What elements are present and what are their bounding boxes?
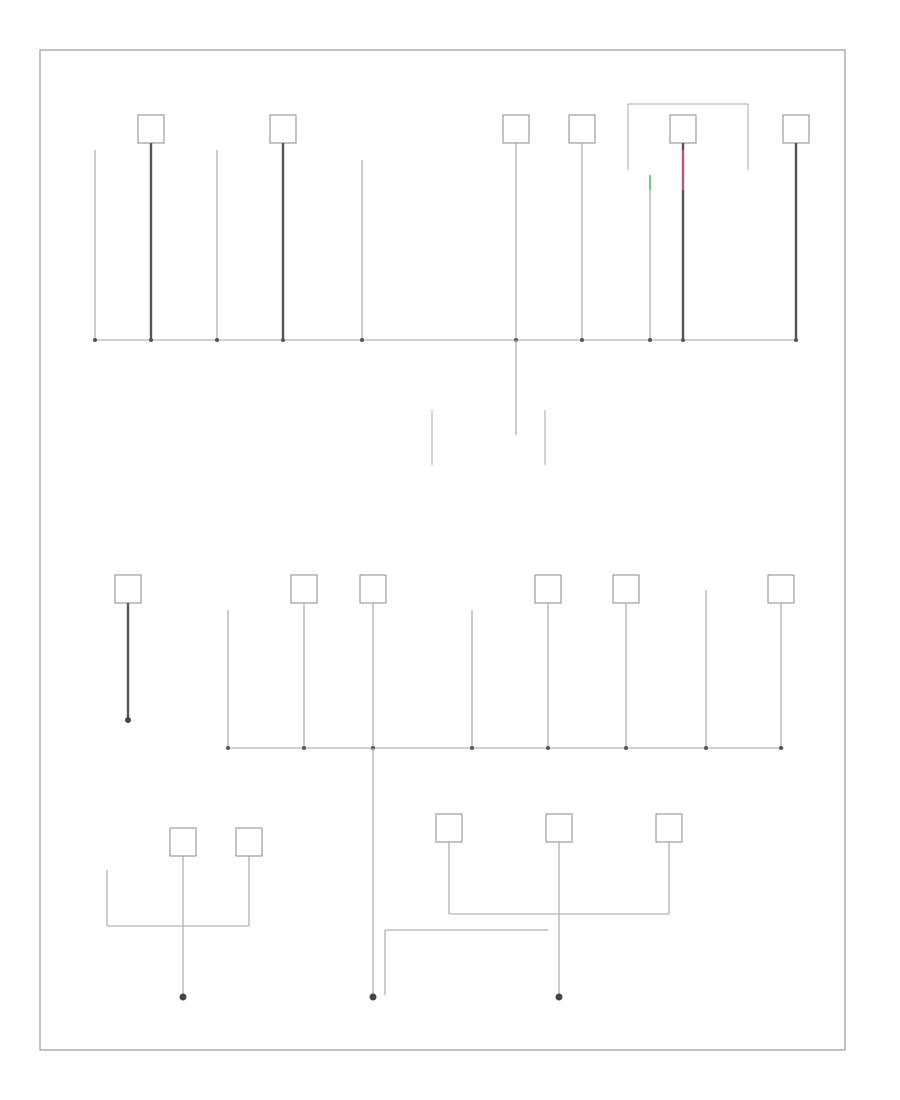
top-component-4	[269, 114, 297, 144]
bottom-ground-2	[369, 993, 377, 1001]
top-drop-bracket	[431, 410, 546, 465]
bottom-component-6	[655, 813, 683, 843]
bottom-ground-1	[179, 993, 187, 1001]
mid-component-1	[114, 574, 142, 604]
top-component-10	[782, 114, 810, 144]
bottom-ground-3	[555, 993, 563, 1001]
bottom-component-5	[545, 813, 573, 843]
top-splice-nodes	[93, 338, 798, 342]
mid-component-6	[534, 574, 562, 604]
diagram-frame	[39, 49, 846, 1051]
mid-component-3	[290, 574, 318, 604]
mid-component-4	[359, 574, 387, 604]
bottom-component-2	[169, 827, 197, 857]
top-component-2	[137, 114, 165, 144]
mid-component-7	[612, 574, 640, 604]
top-component-7	[502, 114, 530, 144]
mid-component-9	[767, 574, 795, 604]
top-component-9	[669, 114, 697, 144]
top-component-8	[568, 114, 596, 144]
bottom-component-4	[435, 813, 463, 843]
bottom-component-3	[235, 827, 263, 857]
top-component-9-bracket	[627, 103, 749, 170]
mid-ground-1	[125, 717, 131, 723]
